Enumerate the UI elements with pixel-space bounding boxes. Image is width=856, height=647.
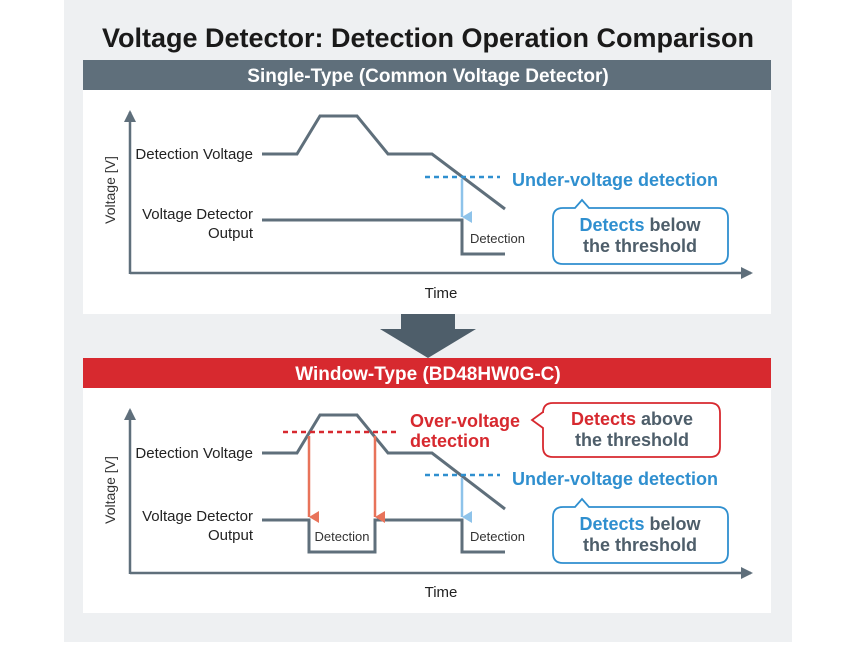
single-output-signal [262, 218, 505, 256]
window-under-voltage-label: Under-voltage detection [512, 469, 718, 489]
single-detection-label: Detection [470, 231, 525, 246]
window-under-callout-line1: Detects below [579, 514, 701, 534]
single-output-label-line2: Output [208, 225, 254, 242]
single-callout-box [552, 198, 729, 265]
single-x-axis-label: Time [425, 285, 458, 302]
window-over-callout-bold: Detects [571, 409, 636, 429]
single-y-axis-label: Voltage [V] [102, 156, 118, 224]
window-voltage-signal [262, 413, 506, 511]
single-callout-line2: the threshold [583, 236, 697, 256]
single-header-title: Single-Type (Common Voltage Detector) [247, 66, 608, 87]
window-over-callout-line1: Detects above [571, 409, 693, 429]
window-detection-label-right: Detection [470, 529, 525, 544]
window-under-callout-line2: the threshold [583, 535, 697, 555]
single-type-panel: Single-Type (Common Voltage Detector) Vo… [83, 60, 771, 314]
window-under-callout-rest: below [645, 514, 702, 534]
single-voltage-signal [262, 114, 506, 211]
window-x-axis-label: Time [425, 584, 458, 601]
single-detection-voltage-label: Detection Voltage [135, 146, 253, 163]
window-type-panel: Window-Type (BD48HW0G-C) Voltage [V] Tim… [83, 358, 771, 613]
down-arrow-icon [380, 314, 476, 358]
window-output-label-line1: Voltage Detector [142, 508, 253, 525]
window-over-callout-line2: the threshold [575, 430, 689, 450]
window-header-bar [83, 358, 771, 388]
window-y-axis-label: Voltage [V] [102, 456, 118, 524]
window-over-callout-rest: above [636, 409, 693, 429]
window-under-callout-box [552, 497, 729, 564]
window-output-label-line2: Output [208, 527, 254, 544]
window-over-voltage-line1: Over-voltage [410, 411, 520, 431]
single-header-bar [83, 60, 771, 90]
window-over-voltage-line2: detection [410, 431, 490, 451]
single-callout-line1: Detects below [579, 215, 701, 235]
single-output-label-line1: Voltage Detector [142, 206, 253, 223]
single-under-voltage-label: Under-voltage detection [512, 170, 718, 190]
window-over-callout-box [530, 402, 721, 458]
single-callout-bold: Detects [579, 215, 644, 235]
window-header-title: Window-Type (BD48HW0G-C) [295, 364, 560, 385]
single-callout-rest: below [645, 215, 702, 235]
window-output-signal [262, 518, 505, 554]
diagram-title: Voltage Detector: Detection Operation Co… [102, 23, 754, 53]
single-plot-area [83, 90, 771, 314]
window-detection-label-left: Detection [315, 529, 370, 544]
window-under-callout-bold: Detects [579, 514, 644, 534]
window-detection-voltage-label: Detection Voltage [135, 445, 253, 462]
